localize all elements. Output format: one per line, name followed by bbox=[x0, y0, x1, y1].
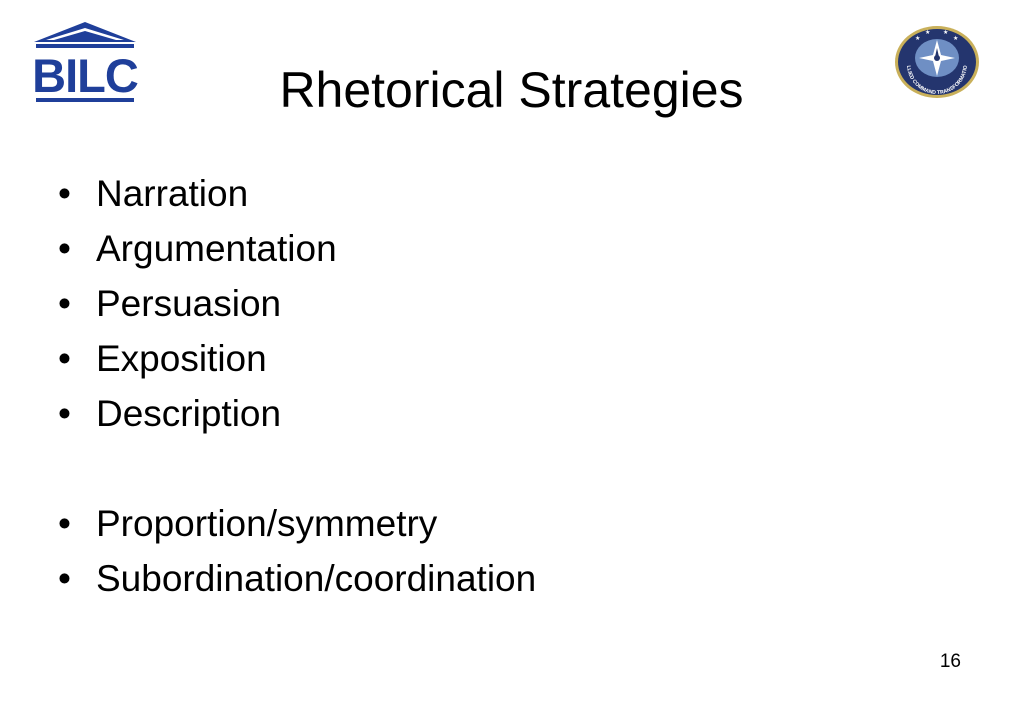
list-item: •Exposition bbox=[58, 331, 536, 386]
list-item: •Narration bbox=[58, 166, 536, 221]
bullet-list: •Narration •Argumentation •Persuasion •E… bbox=[58, 166, 536, 606]
bullet-icon: • bbox=[58, 393, 71, 434]
list-item: •Persuasion bbox=[58, 276, 536, 331]
list-item: •Proportion/symmetry bbox=[58, 496, 536, 551]
bilc-logo-icon: BILC bbox=[32, 22, 139, 102]
bullet-icon: • bbox=[58, 228, 71, 269]
act-seal-icon: ★ ★ ★ ★ ALLIED COMMAND TRANSFORMATION bbox=[891, 20, 979, 98]
list-item: •Subordination/coordination bbox=[58, 551, 536, 606]
svg-text:BILC: BILC bbox=[32, 49, 138, 102]
act-seal-logo: ★ ★ ★ ★ ALLIED COMMAND TRANSFORMATION bbox=[891, 20, 981, 100]
svg-text:★: ★ bbox=[925, 29, 930, 36]
list-item: •Argumentation bbox=[58, 221, 536, 276]
bullet-icon: • bbox=[58, 283, 71, 324]
list-item: •Description bbox=[58, 386, 536, 441]
svg-text:★: ★ bbox=[953, 35, 958, 42]
bullet-icon: • bbox=[58, 338, 71, 379]
bullet-icon: • bbox=[58, 558, 71, 599]
slide-title: Rhetorical Strategies bbox=[279, 62, 744, 118]
bilc-logo: BILC bbox=[32, 20, 139, 106]
svg-text:★: ★ bbox=[943, 29, 948, 36]
page-number: 16 bbox=[939, 651, 961, 672]
bullet-icon: • bbox=[58, 173, 71, 214]
bullet-icon: • bbox=[58, 503, 71, 544]
svg-text:★: ★ bbox=[915, 35, 920, 42]
